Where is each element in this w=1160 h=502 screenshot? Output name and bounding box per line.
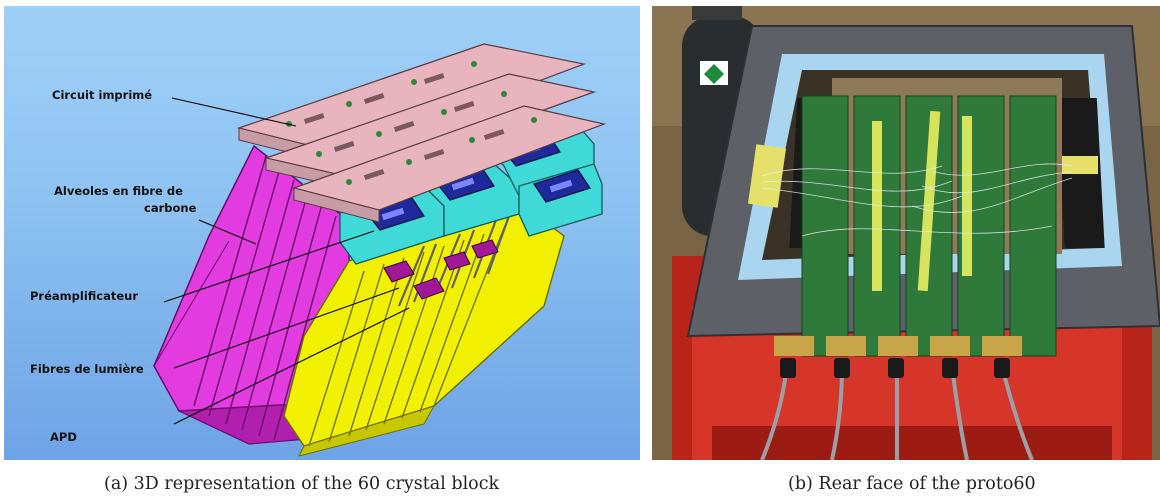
label-preamplificateur: Préamplificateur [30, 289, 139, 303]
label-apd: APD [50, 430, 77, 444]
caption-a: (a) 3D representation of the 60 crystal … [104, 474, 500, 494]
proto60-photo [652, 6, 1160, 460]
connectors [774, 336, 1022, 356]
figure-a-3d-representation: Circuit imprimé Alveoles en fibre de car… [4, 6, 640, 460]
tape-strips [747, 144, 1098, 208]
fibre-bundles [761, 163, 1073, 237]
label-alveoles-line2: carbone [144, 201, 197, 215]
leader-lines [163, 97, 410, 425]
label-fibres-de-lumiere: Fibres de lumière [30, 362, 144, 376]
crystal-block-drawing [153, 43, 607, 457]
green-boards [801, 95, 1057, 357]
label-circuit-imprime: Circuit imprimé [52, 88, 153, 102]
caption-b: (b) Rear face of the proto60 [788, 474, 1036, 494]
printed-circuit-boards [236, 43, 607, 223]
figure-b-photo [652, 6, 1160, 460]
apd-pads [383, 239, 499, 300]
label-alveoles-line1: Alveoles en fibre de [54, 184, 183, 198]
